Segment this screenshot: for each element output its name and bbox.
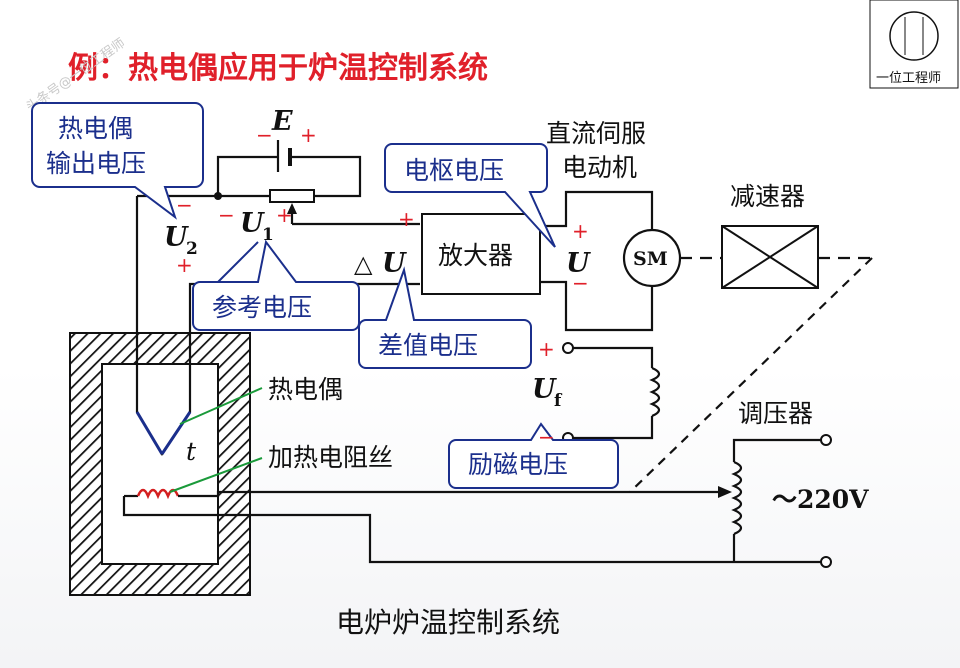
furnace: [69, 332, 251, 596]
uf-subscript: f: [554, 391, 563, 411]
page-title: 例：热电偶应用于炉温控制系统: [68, 51, 488, 86]
amplifier-block: 放大器: [421, 213, 541, 295]
supply-label: ～220V: [772, 485, 869, 514]
heater-leader: [169, 457, 263, 493]
u2-subscript: 2: [186, 239, 198, 259]
delta-symbol: △: [354, 250, 373, 278]
callout-armature-voltage: 电枢电压: [384, 143, 556, 248]
watermark-logo-text: 一位工程师: [876, 71, 941, 86]
u1-subscript: 1: [262, 225, 274, 245]
callout-reference-voltage: 参考电压: [192, 239, 360, 331]
wire-armature-bottom: [540, 280, 654, 332]
shaft-dash-3: [629, 257, 873, 493]
motor-label-line1: 直流伺服: [546, 119, 646, 148]
regulator-label: 调压器: [738, 399, 813, 428]
heater-label: 加热电阻丝: [268, 443, 393, 472]
voltage-regulator: [718, 434, 832, 568]
thermocouple-leader: [179, 387, 263, 425]
uf-minus: −: [538, 425, 555, 449]
motor-label-line2: 电动机: [562, 153, 637, 182]
callout-difference-voltage-text: 差值电压: [378, 331, 478, 360]
reference-circuit: [137, 140, 420, 288]
armature-minus: −: [572, 271, 589, 295]
amplifier-label: 放大器: [438, 241, 513, 270]
reducer-label: 减速器: [730, 182, 805, 211]
delta-u-symbol: U: [382, 248, 407, 279]
uf-plus: +: [538, 337, 555, 361]
callout-excitation-voltage-text: 励磁电压: [468, 450, 568, 479]
motor-sm: SM: [622, 228, 682, 288]
emf-minus: −: [256, 123, 273, 147]
thermocouple: [135, 196, 192, 457]
u2-symbol: U: [164, 222, 189, 253]
emf-plus: +: [300, 123, 317, 147]
reducer-block: [721, 225, 819, 289]
u2-minus: −: [176, 193, 193, 217]
uf-symbol: U: [532, 374, 557, 405]
thermocouple-label: 热电偶: [268, 375, 343, 404]
amp-in-plus: +: [398, 207, 415, 231]
motor-symbol: SM: [633, 248, 668, 270]
u1-plus: +: [276, 203, 293, 227]
u1-minus: −: [218, 203, 235, 227]
excitation-winding: [562, 342, 661, 444]
watermark-logo: 一位工程师: [869, 0, 959, 89]
callout-armature-voltage-text: 电枢电压: [404, 156, 504, 185]
armature-plus: +: [572, 219, 589, 243]
callout-reference-voltage-text: 参考电压: [212, 293, 312, 322]
u2-plus: +: [176, 253, 193, 277]
callout-thermocouple-output-line2: 输出电压: [46, 149, 146, 178]
wire-armature-top: [540, 190, 654, 230]
temperature-symbol: t: [186, 437, 197, 466]
callout-difference-voltage: 差值电压: [358, 266, 532, 369]
diagram-caption: 电炉炉温控制系统: [336, 606, 560, 639]
armature-u-symbol: U: [566, 248, 591, 279]
callout-thermocouple-output-line1: 热电偶: [58, 114, 133, 143]
emf-symbol: E: [271, 106, 293, 137]
callout-excitation-voltage: 励磁电压: [448, 422, 619, 489]
callout-thermocouple-output: 热电偶 输出电压: [31, 102, 204, 220]
u1-symbol: U: [240, 208, 265, 239]
